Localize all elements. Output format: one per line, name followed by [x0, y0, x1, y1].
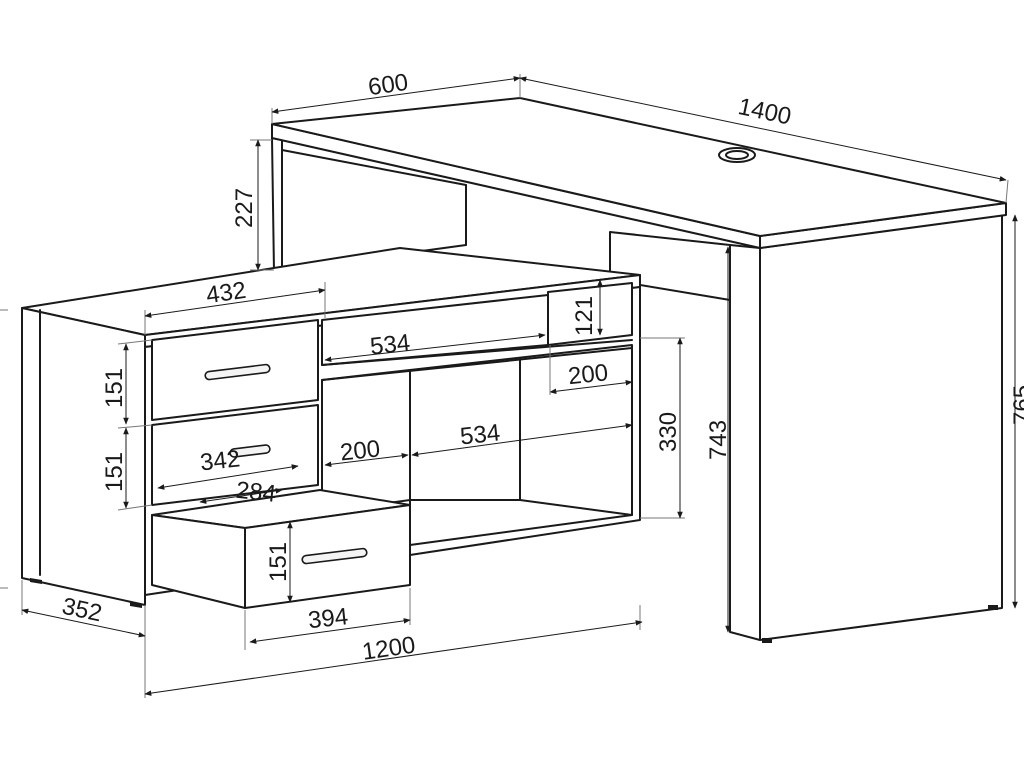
dim-desk-height: 743 — [705, 420, 732, 460]
dim-drawer-3-height: 151 — [265, 542, 292, 582]
desk-right-leg-side — [759, 214, 1003, 641]
dim-drawer-2-height: 151 — [101, 452, 128, 492]
open-drawer-handle — [301, 547, 368, 565]
dim-desk-right-height: 765 — [1009, 385, 1024, 425]
dim-drawer-1-height: 151 — [101, 368, 128, 408]
dim-cabinet-length: 1200 — [360, 632, 417, 666]
dim-shelf-height-lower: 330 — [655, 412, 682, 452]
dim-shelf-depth-upper: 534 — [369, 329, 412, 360]
dim-cabinet-depth: 352 — [60, 593, 105, 628]
dim-top-depth: 600 — [366, 69, 409, 101]
dim-shelf-depth-lower: 534 — [459, 419, 502, 450]
dim-drawer-inner-depth: 284 — [235, 477, 278, 508]
dim-shelf-width-upper: 200 — [567, 359, 610, 390]
dim-drawer-front-width: 394 — [307, 603, 350, 634]
dim-shelf-height-upper: 121 — [571, 296, 598, 336]
cabinet — [21, 247, 641, 609]
dim-drawer-inner-width: 342 — [199, 445, 242, 476]
compartment-upper-right — [547, 282, 633, 346]
drawer-top-handle — [204, 363, 271, 381]
drawer-middle-handle — [229, 444, 271, 458]
dim-back-panel-height: 227 — [231, 188, 258, 228]
desk-back-panel — [271, 137, 283, 273]
open-drawer-side — [151, 514, 246, 609]
desk-right-leg-front — [729, 244, 761, 641]
dimension-lines — [0, 74, 1018, 698]
dim-cabinet-top-width: 432 — [204, 277, 247, 309]
dim-open-width: 200 — [339, 435, 382, 466]
